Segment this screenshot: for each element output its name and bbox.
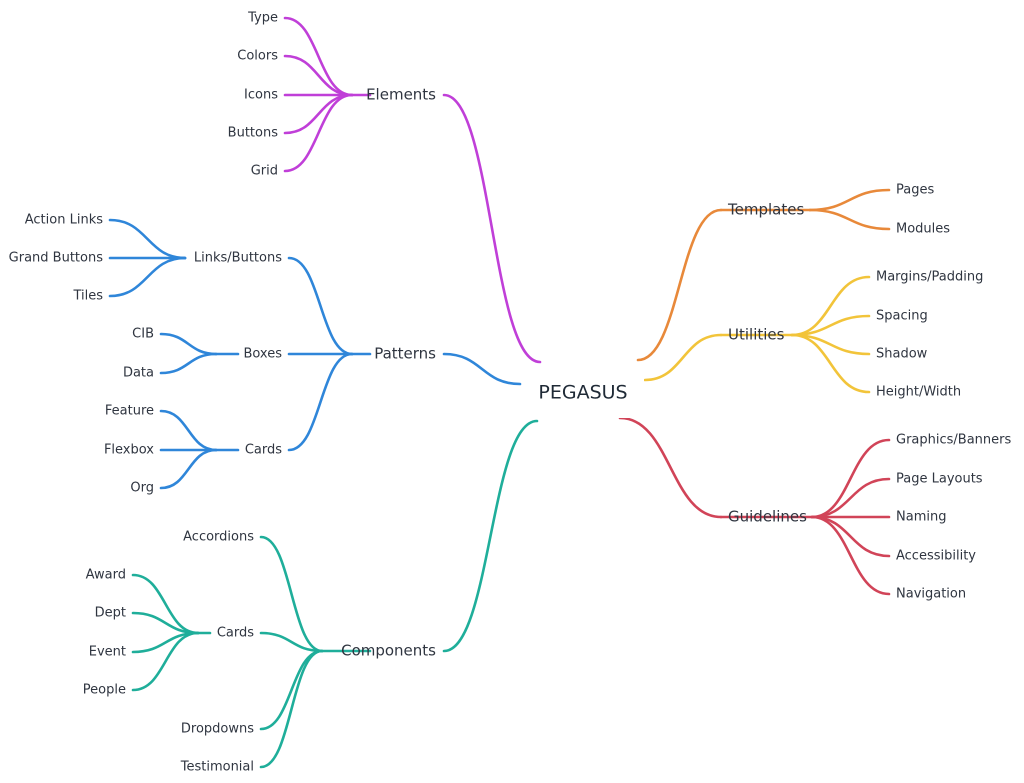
node-patterns-links-buttons: Links/Buttons [194,251,282,266]
node-patterns-cards-org: Org [130,481,154,496]
edge-utilities-height-width [790,333,871,394]
branch-elements: Elements [366,86,436,104]
branch-templates: Templates [727,201,804,219]
edge-components-cards [259,631,324,653]
edge-patterns-links-buttons-tiles [108,256,187,298]
node-guidelines-accessibility: Accessibility [896,549,976,564]
edge-elements-colors [283,54,354,97]
node-utilities-height-width: Height/Width [876,385,961,400]
edge-patterns-links-buttons-action-links [108,218,187,260]
edge-patterns-cards [287,352,354,452]
node-patterns-cards-feature: Feature [105,404,154,419]
node-utilities-margins-padding: Margins/Padding [876,270,983,285]
branch-guidelines: Guidelines [728,508,807,526]
edge-root-patterns [442,352,522,386]
edge-templates-pages [808,188,891,212]
node-components-cards-event: Event [89,645,126,660]
edge-elements-buttons [283,93,354,135]
edge-patterns-links-buttons [287,256,354,356]
node-patterns-cards-flexbox: Flexbox [104,443,154,458]
edge-components-accordions [259,535,324,653]
node-patterns-links-buttons-grand-buttons: Grand Buttons [9,251,104,266]
edge-components-cards-people [131,631,200,692]
edge-components-testimonial [259,649,324,769]
node-utilities-shadow: Shadow [876,347,928,362]
node-guidelines-graphics-banners: Graphics/Banners [896,433,1011,448]
node-components-cards-dept: Dept [95,606,126,621]
node-elements-type: Type [247,11,278,26]
edge-guidelines-graphics-banners [810,438,891,519]
edge-utilities-margins-padding [790,275,871,337]
branch-components: Components [341,642,436,660]
node-patterns-links-buttons-action-links: Action Links [25,213,103,228]
branch-utilities: Utilities [728,326,785,344]
node-elements-colors: Colors [237,49,278,64]
node-elements-buttons: Buttons [228,126,279,141]
root-node-background [522,368,644,418]
edge-guidelines-page-layouts [810,477,891,519]
edge-root-templates [636,208,723,362]
edge-components-cards-award [131,573,200,635]
node-elements-icons: Icons [244,88,278,103]
edge-patterns-boxes-data [159,352,218,375]
node-utilities-spacing: Spacing [876,309,928,324]
node-components-cards-award: Award [86,568,126,583]
node-templates-modules: Modules [896,222,950,237]
edge-elements-type [283,16,354,97]
branch-patterns: Patterns [374,345,436,363]
edge-templates-modules [808,208,891,231]
edge-patterns-boxes-cib [159,332,218,356]
node-guidelines-navigation: Navigation [896,587,966,602]
edge-components-dropdowns [259,649,324,731]
node-patterns-cards: Cards [245,443,282,458]
node-patterns-boxes-cib: CIB [132,327,154,342]
edge-root-elements [442,93,542,364]
root-node: PEGASUS [538,382,627,404]
node-patterns-boxes-data: Data [123,366,154,381]
node-components-dropdowns: Dropdowns [181,722,254,737]
node-components-accordions: Accordions [183,530,254,545]
node-patterns-links-buttons-tiles: Tiles [72,289,103,304]
edge-root-guidelines [618,416,723,519]
node-guidelines-naming: Naming [896,510,946,525]
edge-guidelines-accessibility [810,515,891,558]
edge-elements-grid [283,93,354,173]
edge-guidelines-navigation [810,515,891,596]
node-guidelines-page-layouts: Page Layouts [896,472,983,487]
node-templates-pages: Pages [896,183,934,198]
node-components-cards: Cards [217,626,254,641]
node-patterns-boxes: Boxes [243,347,282,362]
edge-patterns-cards-org [159,448,218,490]
edge-root-components [442,419,539,653]
node-components-cards-people: People [83,683,126,698]
edge-patterns-cards-feature [159,409,218,452]
node-elements-grid: Grid [251,164,278,179]
edge-root-utilities [643,333,723,382]
node-components-testimonial: Testimonial [180,760,254,775]
